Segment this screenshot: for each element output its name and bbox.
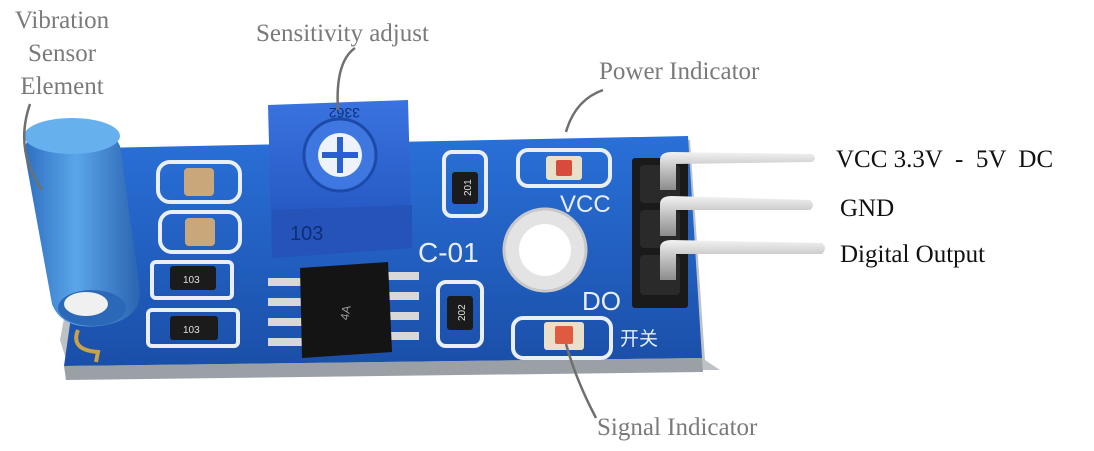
sensitivity-adjust-label: Sensitivity adjust [256,20,429,47]
resistor-1-label: 201 [463,179,474,196]
power-led [516,148,612,188]
pcb-board [60,136,720,380]
vcc-pin [660,152,815,190]
board-vcc-label: VCC [560,191,611,218]
leader-signal [564,343,598,419]
header-pins [660,152,825,280]
power-indicator-label: Power Indicator [599,58,760,85]
pot-top-label: 3362 [329,105,360,121]
vibration-sensor-label-line-2: Sensor [27,40,97,67]
vibration-sensor-label-line-1: Vibration [14,7,110,34]
leader-sensitivity [336,46,356,111]
potentiometer: 3362 103 [268,100,412,258]
gnd-pin [660,196,813,236]
vcc-label: VCC 3.3V - 5V DC [836,146,1054,173]
resistor-3-label: 103 [183,275,200,286]
board-do-label: DO [582,286,621,316]
leader-vibration [22,103,44,191]
vibration-sensor-label: Vibration Sensor Element [10,4,114,103]
board-model-label: C-01 [418,237,479,268]
gnd-label: GND [840,195,895,222]
signal-indicator-label: Signal Indicator [597,414,758,441]
vibration-sensor-label-line-3: Element [20,73,104,100]
vibration-sensor-element [24,118,141,363]
digital-output-label: Digital Output [840,241,986,268]
ic-chip: 4A [268,262,419,358]
do-pin [660,240,825,280]
resistor-2-label: 202 [457,304,468,321]
chip-label: 4A [337,304,353,321]
smd-components-right: 201 202 [436,150,488,348]
resistor-4-label: 103 [183,325,200,336]
smd-components-left: 103 103 [146,160,242,348]
pot-front-label: 103 [290,223,323,245]
signal-led [511,316,613,360]
board-switch-label: 开关 [620,328,658,350]
leader-lines [22,46,604,419]
leader-power [564,88,604,133]
